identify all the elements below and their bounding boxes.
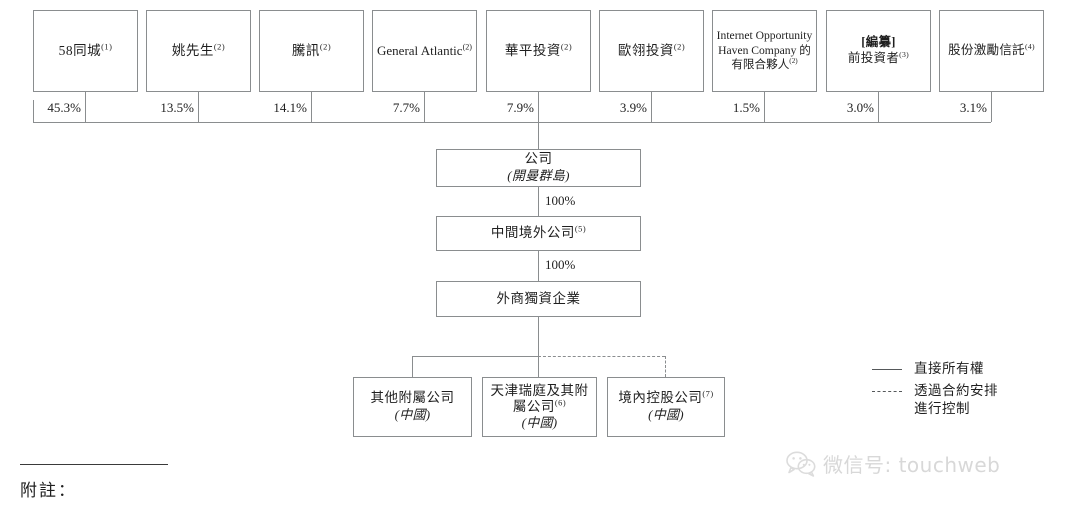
shareholder-note-2: (2) — [319, 42, 332, 52]
watermark: 微信号: touchweb — [786, 449, 1000, 478]
legend: 直接所有權 透過合約安排 進行控制 — [872, 360, 1072, 421]
subsidiary-box-2: 境內控股公司(7) (中國) — [607, 377, 725, 437]
shareholder-name-0: 58同城 — [58, 42, 102, 58]
subsidiary-branch-bus-dashed — [538, 356, 665, 357]
shareholder-name-6: Internet Opportunity Haven Company 的有限合夥… — [716, 28, 813, 72]
ownership-percent-1: 13.5% — [160, 100, 194, 115]
shareholder-box-1: 姚先生(2) — [146, 10, 251, 92]
shareholder-tag-7: [編纂] — [861, 35, 896, 50]
ownership-percent-company-intermediate: 100% — [545, 193, 576, 208]
legend-item-direct-ownership: 直接所有權 — [872, 360, 1072, 378]
intermediate-note: (5) — [574, 224, 587, 234]
shareholder-name-4: 華平投資 — [504, 42, 561, 58]
shareholder-stub-4 — [538, 92, 539, 122]
shareholder-note-4: (2) — [560, 42, 573, 52]
intermediate-name: 中間境外公司 — [490, 225, 575, 241]
shareholder-box-4: 華平投資(2) — [486, 10, 591, 92]
subsidiary-jurisdiction-0: (中國) — [394, 407, 431, 423]
watermark-text: 微信号: touchweb — [823, 453, 1001, 477]
subsidiary-connector-1 — [538, 356, 539, 377]
subsidiary-note-2: (7) — [702, 389, 714, 399]
shareholder-note-6: (2) — [789, 57, 798, 66]
ownership-percent-0: 45.3% — [47, 100, 81, 115]
intermediate-to-wfoe-connector — [538, 251, 539, 281]
legend-solid-line-icon — [872, 360, 914, 370]
bus-to-company-connector — [538, 122, 539, 149]
ownership-percent-2: 14.1% — [273, 100, 307, 115]
ownership-percent-7: 3.0% — [846, 100, 874, 115]
subsidiary-name-2: 境內控股公司 — [618, 390, 703, 406]
subsidiary-jurisdiction-2: (中國) — [648, 407, 684, 423]
ownership-percent-4: 7.9% — [506, 100, 534, 115]
shareholder-stub-5 — [651, 92, 652, 122]
shareholder-note-7: (3) — [899, 49, 910, 59]
entity-box-company: 公司 (開曼群島) — [436, 149, 641, 187]
subsidiary-box-1: 天津瑞庭及其附屬公司(6) (中國) — [482, 377, 597, 437]
subsidiary-name-1: 天津瑞庭及其附屬公司 — [490, 382, 589, 414]
footnote-divider — [20, 464, 168, 465]
ownership-percent-5: 3.9% — [619, 100, 647, 115]
shareholder-box-7: [編纂] 前投資者(3) — [826, 10, 931, 92]
company-to-intermediate-connector — [538, 187, 539, 216]
shareholder-name-3: General Atlantic — [377, 42, 463, 58]
ownership-percent-intermediate-wfoe: 100% — [545, 257, 576, 272]
shareholder-stub-6 — [764, 92, 765, 122]
shareholder-stub-0 — [85, 92, 86, 122]
shareholder-note-0: (1) — [101, 42, 113, 52]
shareholder-stub-2 — [311, 92, 312, 122]
subsidiary-connector-0 — [412, 356, 413, 377]
ownership-percent-6: 1.5% — [732, 100, 760, 115]
shareholder-box-8: 股份激勵信託(4) — [939, 10, 1044, 92]
shareholder-box-3: General Atlantic(2) — [372, 10, 477, 92]
legend-label-contractual-control: 透過合約安排 進行控制 — [914, 382, 998, 416]
shareholder-name-8: 股份激勵信託 — [948, 43, 1025, 58]
footnote-label: 附註： — [20, 481, 77, 500]
shareholder-stub-7 — [878, 92, 879, 122]
entity-box-intermediate: 中間境外公司(5) — [436, 216, 641, 251]
wfoe-to-subsidiaries-connector — [538, 317, 539, 357]
subsidiary-box-0: 其他附屬公司 (中國) — [353, 377, 472, 437]
company-name: 公司 — [524, 151, 553, 167]
ownership-percent-3: 7.7% — [392, 100, 420, 115]
shareholder-note-5: (2) — [673, 42, 686, 52]
subsidiary-jurisdiction-1: (中國) — [521, 415, 558, 431]
bus-left-cap — [33, 100, 34, 122]
shareholder-name-1: 姚先生 — [171, 42, 214, 58]
shareholder-stub-8 — [991, 92, 992, 122]
subsidiary-name-0: 其他附屬公司 — [370, 390, 455, 406]
wfoe-name: 外商獨資企業 — [496, 290, 581, 306]
shareholder-stub-3 — [424, 92, 425, 122]
legend-dashed-line-icon — [872, 382, 914, 392]
shareholder-note-3: (2) — [462, 42, 472, 52]
ownership-percent-8: 3.1% — [959, 100, 987, 115]
subsidiary-connector-2 — [665, 356, 666, 377]
shareholder-name-7: 前投資者 — [847, 51, 900, 65]
wechat-icon — [786, 451, 816, 477]
shareholder-name-2: 騰訊 — [291, 42, 320, 58]
shareholder-name-5: 歐翎投資 — [617, 42, 674, 58]
shareholder-bus-line — [33, 122, 991, 123]
shareholder-stub-1 — [198, 92, 199, 122]
subsidiary-note-1: (6) — [554, 398, 567, 408]
entity-box-wfoe: 外商獨資企業 — [436, 281, 641, 317]
shareholder-note-8: (4) — [1024, 42, 1035, 52]
shareholder-box-6: Internet Opportunity Haven Company 的有限合夥… — [712, 10, 817, 92]
company-jurisdiction: (開曼群島) — [507, 168, 570, 184]
shareholder-box-2: 騰訊(2) — [259, 10, 364, 92]
shareholder-box-5: 歐翎投資(2) — [599, 10, 704, 92]
shareholder-box-0: 58同城(1) — [33, 10, 138, 92]
subsidiary-branch-bus-solid — [412, 356, 539, 357]
legend-item-contractual-control: 透過合約安排 進行控制 — [872, 382, 1072, 418]
shareholder-note-1: (2) — [213, 42, 226, 52]
legend-label-direct-ownership: 直接所有權 — [914, 361, 984, 376]
